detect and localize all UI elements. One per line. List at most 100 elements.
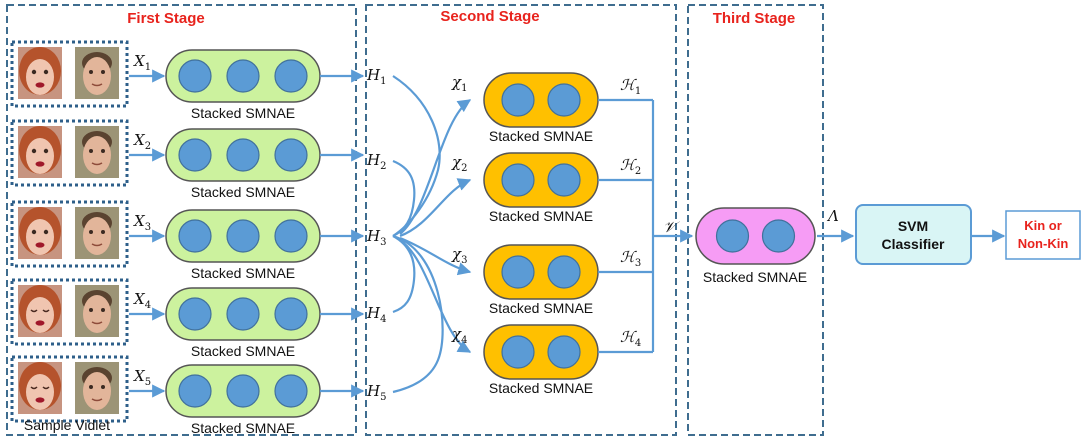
mouth [91,162,103,166]
encoder-node [178,138,212,172]
stacked-smnae-label: Stacked SMNAE [191,184,295,200]
encoder-pill [483,152,599,208]
chi-symbol-3: χ3 [451,245,467,266]
encoder-node [178,374,212,408]
encoder-pill [483,244,599,300]
face-pair [10,278,129,346]
connection-curve [392,234,444,394]
face-pairs [10,40,129,423]
encoder-node [226,374,260,408]
svm-classifier-box [855,204,972,265]
stacked-smnae-label: Stacked SMNAE [703,269,807,285]
encoder-node [501,163,535,197]
right-eye [101,308,105,312]
left-eye [31,229,37,235]
left-eye [89,70,93,74]
stacked-smnae-block [483,324,599,380]
stacked-smnae-block [165,49,321,103]
vidlet-frame [10,200,129,268]
right-eye [43,69,49,75]
lambda-label: Λ [826,207,839,225]
third-stage-encoder: Stacked SMNAE [695,207,816,285]
stacked-smnae-block [483,244,599,300]
vidlet-frame [10,119,129,187]
face-skin [26,374,54,410]
right-eye [101,70,105,74]
face-skin [83,57,111,95]
face-skin [26,219,54,255]
left-eye [31,148,37,154]
hidden-symbol-h5: H5 [366,382,386,403]
encoder-node [715,219,750,253]
mouth [91,321,103,325]
encoder-node [274,59,308,93]
to-second-stage-curve [399,178,472,238]
right-eye [43,148,49,154]
chi-symbol-2: χ2 [451,153,467,174]
first-stage-box [6,4,357,436]
hidden-symbol-h4: H4 [366,304,386,325]
stacked-smnae-block [165,209,321,263]
encoder-node [226,59,260,93]
chi-symbol-1: χ1 [451,73,467,94]
to-second-stage-curve [399,239,472,353]
output-label-line1: Kin or [1024,218,1062,233]
third-stage-title: Third Stage [713,10,796,27]
encoder-node [274,374,308,408]
encoder-node [501,83,535,117]
encoder-node [501,335,535,369]
encoder-node [226,138,260,172]
stacked-smnae-label: Stacked SMNAE [191,265,295,281]
encoder-node [547,83,581,117]
hidden-symbol-h1: H1 [366,66,386,87]
stacked-smnae-label: Stacked SMNAE [489,128,593,144]
script-h-symbol-3: ℋ3 [620,248,641,269]
hidden-symbol-h3: H3 [366,227,386,248]
left-eye [89,308,93,312]
stacked-smnae-block [165,364,321,418]
face-skin [26,297,54,333]
face-skin [83,295,111,333]
encoder-node [547,255,581,289]
face-pair [10,40,129,108]
input-symbol-x2: X2 [133,131,151,152]
right-eye [43,229,49,235]
encoder-node [226,297,260,331]
lips [35,242,45,248]
left-eye [31,69,37,75]
face-skin [83,372,111,410]
lips [35,397,45,403]
svm-label-line1: SVM [898,218,928,234]
encoder-node [178,219,212,253]
encoder-pill [483,72,599,128]
script-h-symbol-1: ℋ1 [620,76,641,97]
encoder-pill [483,324,599,380]
encoder-node [226,219,260,253]
lips [35,161,45,167]
left-eye [89,149,93,153]
encoder-node [274,138,308,172]
encoder-node [178,59,212,93]
input-symbol-x4: X4 [133,290,151,311]
script-h-symbol-4: ℋ4 [620,328,641,349]
face-skin [26,59,54,95]
face-pair [10,355,129,423]
vidlet-frame [10,355,129,423]
face-skin [26,138,54,174]
encoder-node [178,297,212,331]
face-pair [10,119,129,187]
stacked-smnae-label: Stacked SMNAE [191,420,295,436]
lips [35,320,45,326]
right-eye [101,149,105,153]
right-eye [101,230,105,234]
encoder-pill [695,207,816,265]
encoder-node [274,297,308,331]
stacked-smnae-label: Stacked SMNAE [489,380,593,396]
hidden-symbol-h2: H2 [366,151,386,172]
encoder-node [274,219,308,253]
encoder-node [547,163,581,197]
encoder-node [761,219,796,253]
